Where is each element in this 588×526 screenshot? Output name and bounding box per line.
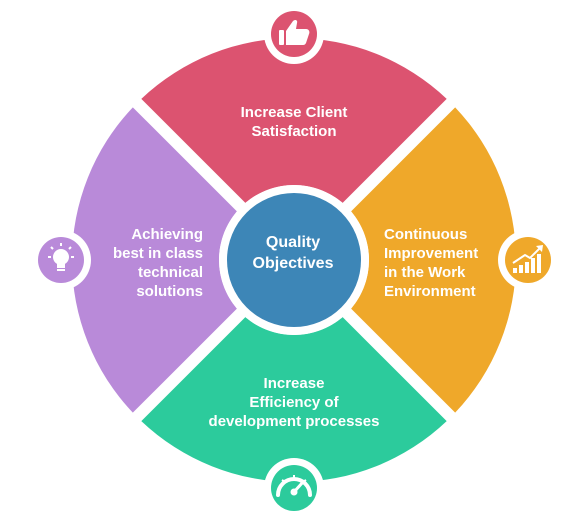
segment-right-label: Continuous Improvement in the Work Envir… xyxy=(384,225,499,301)
lightbulb-icon xyxy=(31,230,91,290)
segment-bottom-line: development processes xyxy=(208,413,380,430)
speedometer-icon xyxy=(264,458,324,518)
segment-right xyxy=(351,107,516,413)
growth-chart-icon xyxy=(498,230,558,290)
center-line: Quality xyxy=(265,234,321,251)
segment-top-label: Increase Client Satisfaction xyxy=(215,103,373,141)
segment-left-line: solutions xyxy=(136,283,203,300)
segment-bottom xyxy=(141,317,447,482)
segment-right-line: in the Work xyxy=(384,264,466,281)
segment-top xyxy=(141,38,447,203)
segment-right-line: Environment xyxy=(384,283,476,300)
segment-left-line: Achieving xyxy=(131,226,203,243)
segment-right-line: Continuous xyxy=(384,226,468,243)
segment-bottom-line: Efficiency of xyxy=(249,394,339,411)
segment-left xyxy=(72,107,237,413)
segment-left-line: technical xyxy=(137,264,203,281)
segment-left-label: Achieving best in class technical soluti… xyxy=(92,225,203,301)
thumbs-up-icon xyxy=(264,4,324,64)
center-label: Quality Objectives xyxy=(225,232,361,274)
segment-left-line: best in class xyxy=(112,245,203,262)
center-line: Objectives xyxy=(252,255,334,272)
segment-bottom-line: Increase xyxy=(263,375,325,392)
center-circle xyxy=(227,193,361,327)
segment-top-line: Satisfaction xyxy=(251,123,337,140)
segment-bottom-label: Increase Efficiency of development proce… xyxy=(194,374,394,431)
segment-right-line: Improvement xyxy=(384,245,479,262)
segment-top-line: Increase Client xyxy=(240,104,348,121)
